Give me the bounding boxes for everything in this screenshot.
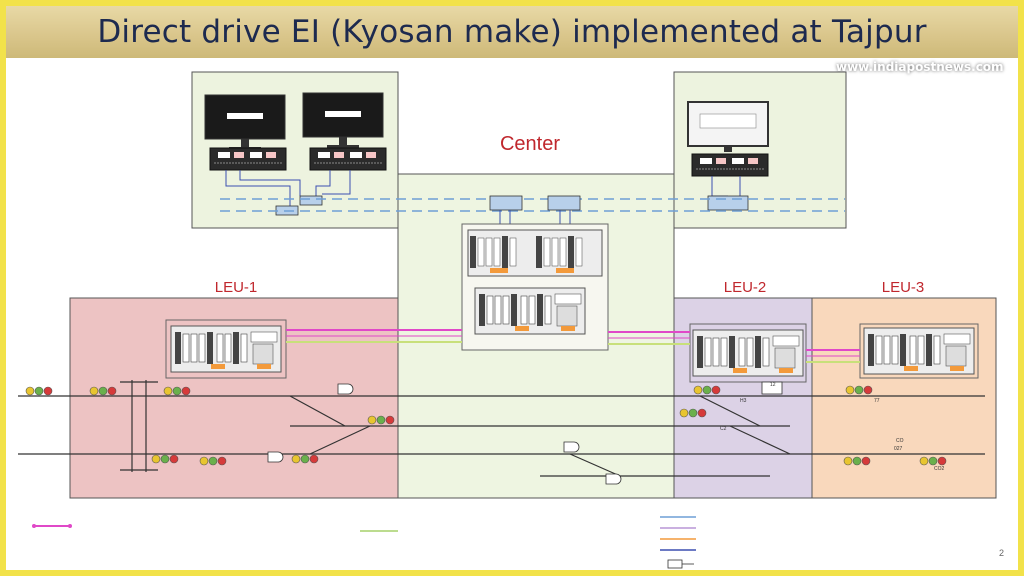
leu3-label: LEU-3	[882, 279, 925, 296]
maint-pc-icon	[691, 153, 769, 177]
pc-unit-2-icon	[309, 147, 387, 171]
legend	[32, 516, 696, 569]
center-rack-lower	[474, 287, 586, 335]
maint-monitor-icon	[687, 101, 769, 152]
leu1-cabinet	[165, 319, 287, 379]
track-labels: H3 12 C2 CO 027 CO2 77	[720, 382, 945, 472]
watermark-text: www.indiapostnews.com	[836, 60, 1004, 74]
slide-title: Direct drive EI (Kyosan make) implemente…	[97, 14, 927, 50]
center-label: Center	[500, 133, 560, 155]
center-rack-upper	[467, 229, 603, 277]
page-number: 2	[999, 548, 1005, 558]
track-label-c2: C2	[720, 426, 727, 432]
track-label-h3: H3	[740, 398, 747, 404]
center-switch-2-icon	[547, 195, 581, 211]
maintenance-console-box	[673, 71, 847, 229]
track-label-co2: CO2	[934, 466, 945, 472]
leu1-rack	[170, 325, 282, 373]
track-label-77: 77	[874, 398, 880, 404]
title-banner: Direct drive EI (Kyosan make) implemente…	[6, 6, 1018, 58]
leu2-label: LEU-2	[724, 279, 767, 296]
center-switch-1-icon	[489, 195, 523, 211]
shunt-signal-icons	[267, 381, 783, 485]
track-label-12: 12	[770, 382, 776, 388]
track-label-027: 027	[894, 446, 903, 452]
leu2-rack	[692, 329, 804, 377]
track-layout	[18, 380, 985, 477]
leu-links	[286, 329, 860, 363]
maint-switch-icon	[707, 195, 749, 211]
leu1-label: LEU-1	[215, 279, 258, 296]
switch-2-icon	[299, 195, 323, 206]
leu3-rack	[863, 327, 975, 375]
pc-unit-1-icon	[209, 147, 287, 171]
leu2-cabinet	[689, 323, 807, 383]
track-label-co: CO	[896, 438, 904, 444]
